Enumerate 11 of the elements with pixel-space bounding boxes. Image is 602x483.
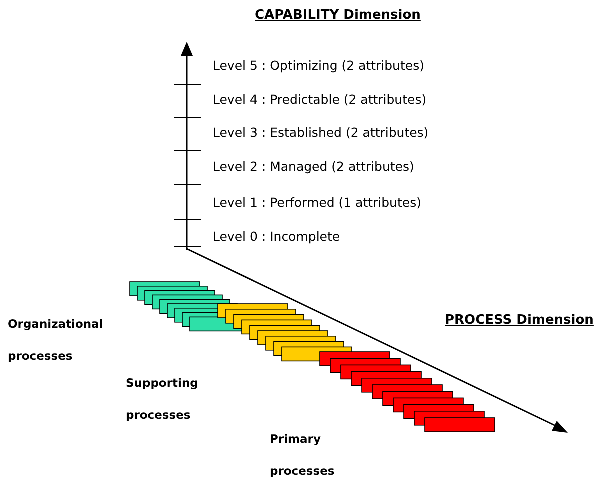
level-label: Level 3 : Established (2 attributes)	[213, 125, 429, 140]
level-label: Level 1 : Performed (1 attributes)	[213, 195, 422, 210]
axis-title: CAPABILITY Dimension	[255, 8, 421, 23]
group-label: Supporting processes	[126, 375, 200, 424]
level-label: Level 0 : Incomplete	[213, 229, 340, 244]
level-label: Level 2 : Managed (2 attributes)	[213, 159, 414, 174]
level-label: Level 5 : Optimizing (2 attributes)	[213, 58, 424, 73]
level-label: Level 4 : Predictable (2 attributes)	[213, 92, 427, 107]
axis-title: PROCESS Dimension	[445, 313, 594, 328]
group-label: Primary processes	[270, 431, 336, 480]
group-label: Organizational processes	[8, 316, 104, 365]
